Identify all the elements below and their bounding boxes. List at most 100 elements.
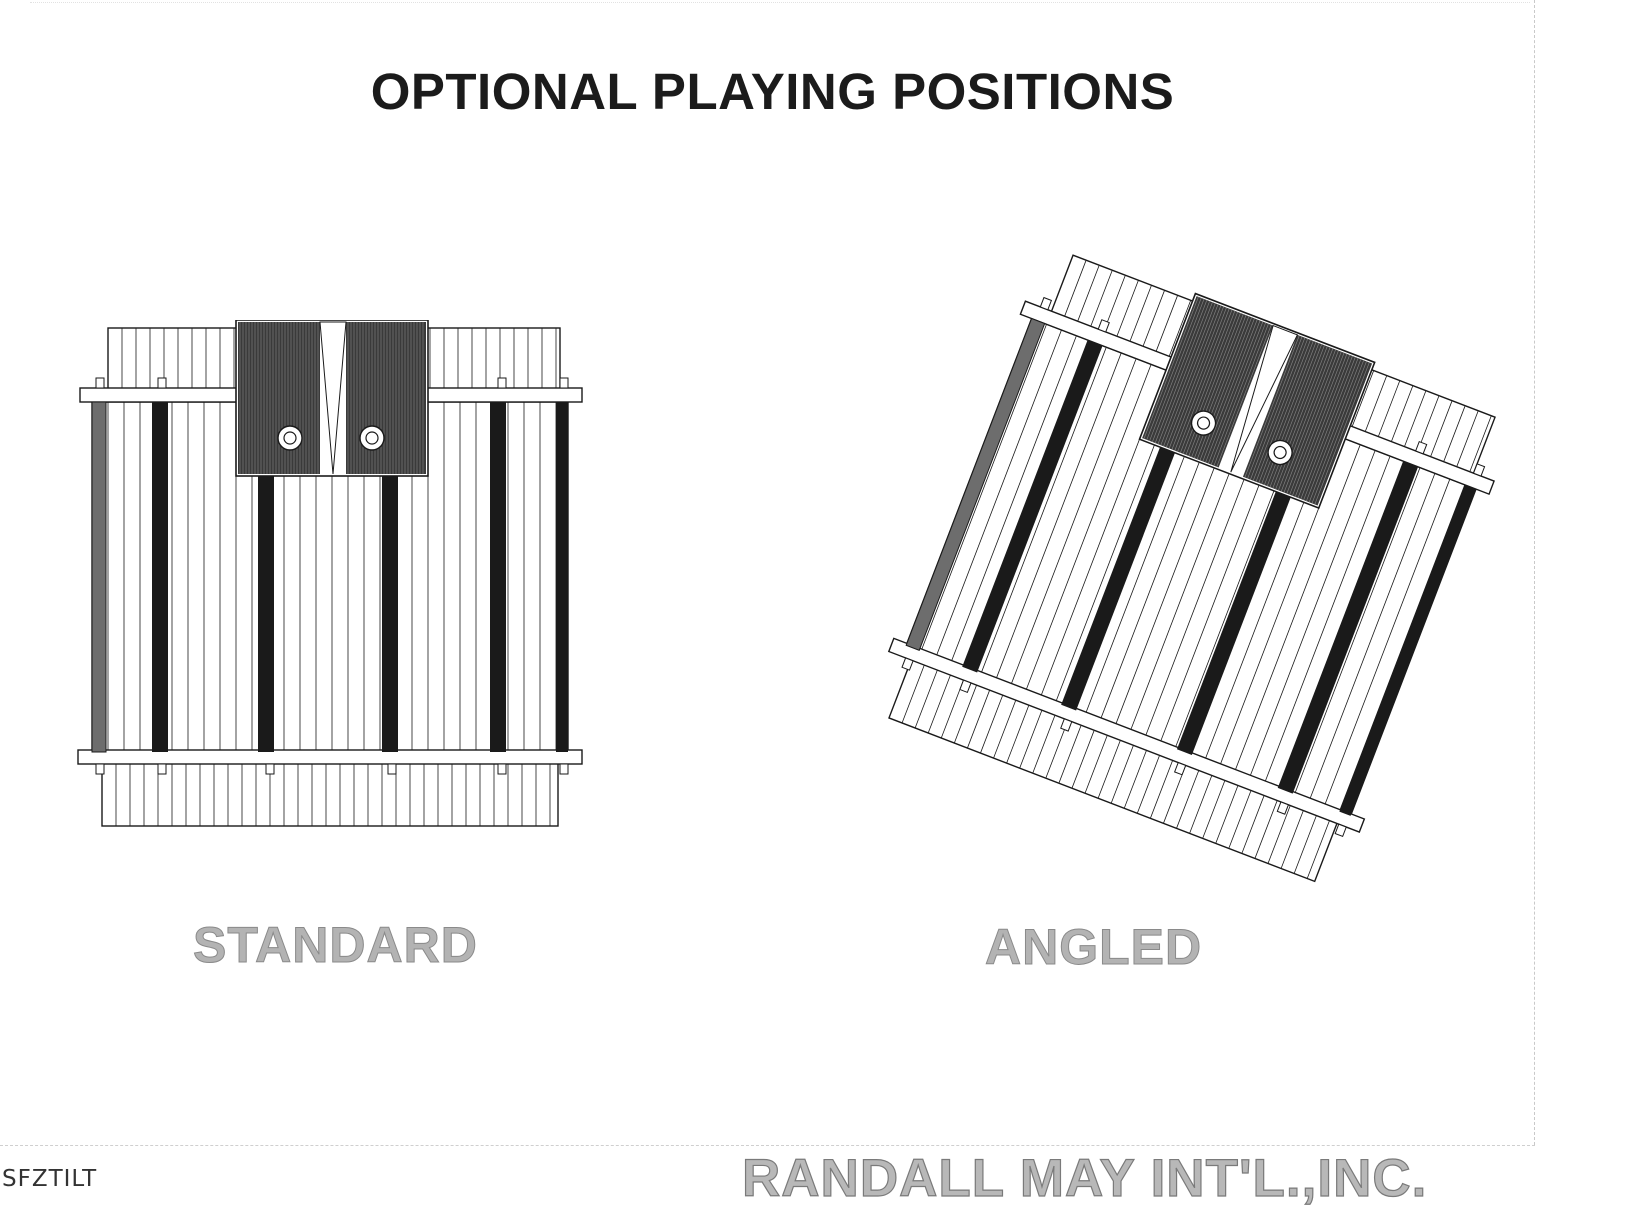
clamp-texture (1174, 308, 1230, 451)
hoop-lug (1039, 296, 1053, 311)
shell-rib (1467, 415, 1492, 478)
shell-rib (1388, 385, 1414, 448)
shell-rib (1306, 816, 1332, 879)
drum-angled-drawing (887, 254, 1496, 883)
shell-rib (1280, 806, 1306, 869)
clamp-texture (1314, 362, 1370, 505)
shell-rib (995, 352, 1122, 680)
shell-rib (1019, 706, 1044, 769)
shell-rib (901, 661, 927, 724)
shell-rib (967, 686, 992, 749)
hoop-lug (95, 377, 105, 389)
shell-rib (1441, 405, 1466, 468)
shell-rib (1228, 786, 1253, 849)
clamp-texture (1258, 340, 1314, 483)
shell-rib (1202, 776, 1227, 839)
page-title: OPTIONAL PLAYING POSITIONS (370, 63, 1175, 120)
caption-angled: ANGLED (984, 919, 1203, 976)
bolt-icon-inner (365, 431, 379, 445)
drawing-code: SFZTILT (2, 1166, 98, 1192)
shell-rib (1010, 358, 1137, 686)
clamp-texture (1149, 298, 1205, 442)
clamp-texture (1182, 311, 1238, 454)
shell-rib (1324, 478, 1451, 806)
shell-rib (927, 671, 953, 734)
hoop-lug (901, 657, 914, 671)
clamp-texture (1244, 335, 1300, 478)
clamp-texture (1294, 354, 1350, 497)
shell-rib (1153, 295, 1178, 358)
clamp-texture (1210, 322, 1266, 465)
hoop-lug (497, 377, 507, 389)
bolt-icon-inner (1196, 416, 1211, 430)
clamp-texture (1283, 350, 1339, 493)
clamp-texture (1216, 324, 1272, 467)
shell-rib (1241, 791, 1266, 854)
shell-rib (1249, 450, 1376, 778)
shell-rib (980, 347, 1107, 675)
shell-rib (1062, 260, 1087, 322)
clamp-gap (319, 321, 347, 475)
clamp-texture (1280, 349, 1336, 492)
clamp-texture (1275, 347, 1331, 490)
hoop-lug (559, 377, 569, 389)
shell-rib (1058, 721, 1083, 784)
clamp-texture (1152, 300, 1208, 443)
clamp-texture (1208, 321, 1264, 464)
hoop-lug (1060, 718, 1073, 732)
tension-rod (905, 317, 1046, 651)
shell-rib (1166, 300, 1192, 363)
caption-standard: STANDARD (193, 917, 478, 974)
shell-rib (1294, 467, 1421, 795)
clamp-texture (1205, 320, 1261, 463)
clamp-texture (1196, 317, 1252, 460)
shell-rib (1136, 751, 1162, 814)
shell-rib (1110, 741, 1136, 804)
shell-rib (1309, 473, 1436, 801)
clamp-texture (1199, 318, 1255, 461)
hoop-lug (1276, 801, 1290, 815)
shell-rib (1264, 456, 1391, 784)
tension-rod (1176, 422, 1318, 755)
clamp-texture (1171, 307, 1227, 450)
hoop-lug (1097, 319, 1110, 333)
shell-rib (953, 681, 979, 744)
shell-rib (935, 329, 1062, 657)
bolt-icon-inner (283, 431, 297, 445)
hoop-lug (265, 763, 275, 775)
shell-rib (1454, 410, 1479, 473)
shell-rib (1267, 801, 1293, 864)
clamp-texture (1143, 296, 1199, 439)
frame-right-edge (1534, 0, 1535, 1145)
hoop-lug (1472, 463, 1486, 477)
clamp-texture (1306, 359, 1362, 502)
clamp-gap (1230, 324, 1299, 473)
clamp-texture (1250, 337, 1306, 480)
hoop-lug (1334, 823, 1347, 838)
bolt-icon-inner (1273, 445, 1287, 460)
shell-rib (1375, 380, 1401, 443)
hoop-lug (497, 763, 507, 775)
shell-rib (1140, 290, 1165, 353)
shell-rib (1428, 400, 1453, 463)
clamp-texture (1154, 301, 1210, 444)
bottom-hoop (887, 637, 1366, 833)
hoop-lug (95, 763, 105, 775)
hoop-lug (387, 763, 397, 775)
clamp-texture (1289, 352, 1345, 495)
clamp-texture (1292, 353, 1348, 496)
shell-rib (1150, 756, 1175, 819)
clamp-texture (1247, 336, 1303, 479)
clamp-texture (1255, 339, 1311, 482)
clamp-texture (1308, 360, 1364, 503)
clamp-texture (1180, 310, 1236, 453)
shell-rib (1401, 390, 1427, 453)
tension-rod (1339, 484, 1476, 816)
tension-rod (91, 401, 107, 753)
shell-rib (1127, 285, 1152, 348)
hoop-lug (1415, 440, 1428, 455)
shell-rib (1084, 731, 1110, 794)
clamp-texture (1160, 303, 1216, 446)
shell-rib (1362, 375, 1388, 438)
shell-rib (1189, 771, 1214, 834)
